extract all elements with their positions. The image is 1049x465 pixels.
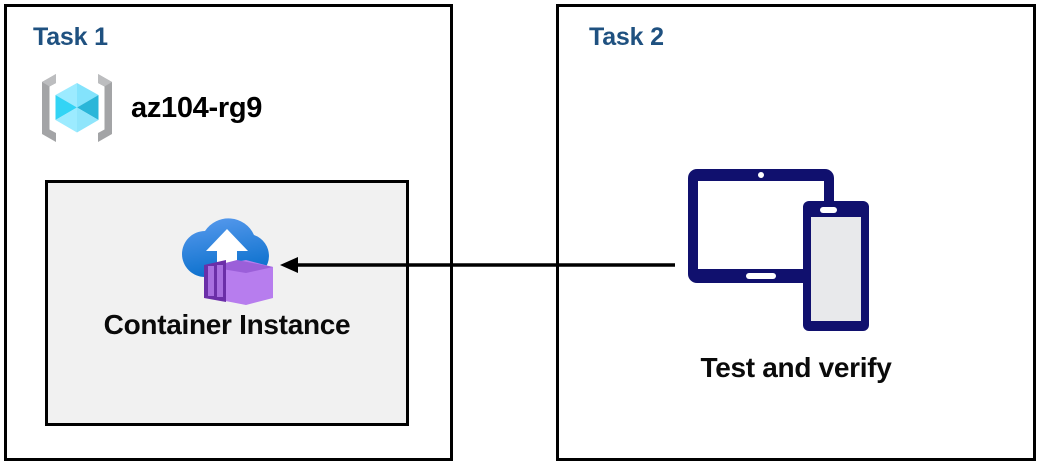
- resource-group-label: az104-rg9: [131, 91, 263, 124]
- container-instance-box: Container Instance: [45, 180, 409, 426]
- test-and-verify-label: Test and verify: [700, 352, 892, 383]
- task-2-title: Task 2: [589, 23, 664, 51]
- resource-group-row: az104-rg9: [37, 69, 262, 147]
- container-instance-label: Container Instance: [103, 309, 351, 340]
- azure-resource-group-icon: [37, 69, 117, 147]
- task-1-panel: Task 1 az104-rg9: [4, 4, 453, 461]
- task-1-title: Task 1: [33, 23, 108, 51]
